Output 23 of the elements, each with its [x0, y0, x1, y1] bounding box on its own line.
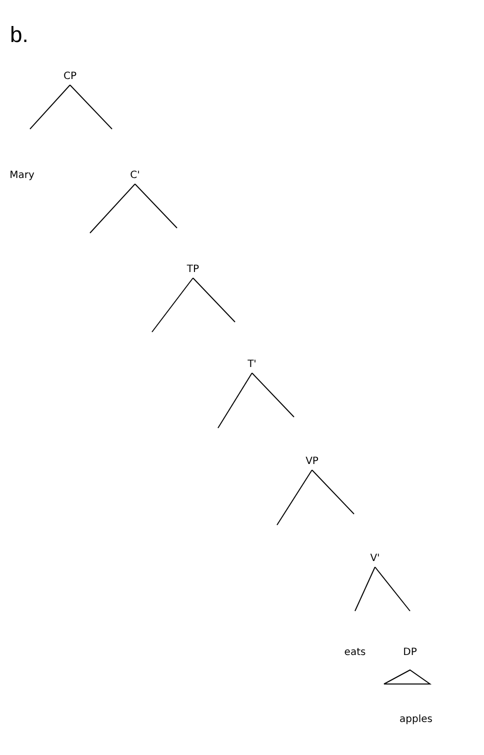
tree-branch — [70, 84, 112, 130]
tree-node-label: apples — [400, 714, 432, 726]
diagram-title: b. — [10, 22, 28, 48]
tree-branch — [90, 184, 136, 234]
tree-node-label: Mary — [10, 170, 34, 182]
tree-branch — [276, 470, 312, 526]
tree-branch — [354, 566, 376, 612]
tree-branch — [218, 372, 252, 428]
tree-node-label: eats — [344, 647, 366, 659]
tree-branch — [192, 278, 236, 322]
tree-node-label: TP — [186, 264, 200, 276]
tree-branch — [374, 566, 410, 612]
tree-node-label: V' — [370, 553, 380, 565]
tree-branch — [252, 372, 294, 418]
tree-node-label: VP — [306, 456, 318, 468]
tree-branch — [152, 278, 194, 332]
tree-branch — [134, 184, 178, 228]
tree-branch — [30, 84, 70, 130]
tree-node-label: T' — [248, 359, 256, 371]
tree-node-label: DP — [403, 647, 417, 659]
tree-node-label: C' — [130, 170, 140, 182]
tree-node-label: CP — [64, 71, 76, 83]
tree-branch — [312, 470, 354, 514]
